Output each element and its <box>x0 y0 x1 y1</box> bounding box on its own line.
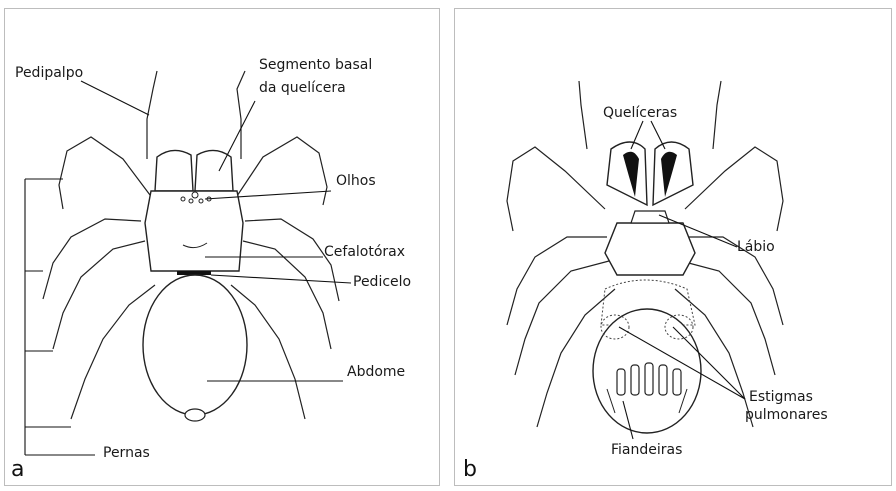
label-labio: Lábio <box>737 239 775 255</box>
label-cefalotorax: Cefalotórax <box>324 244 405 260</box>
legs-left <box>43 71 157 419</box>
panel-a-dorsal-view: Pedipalpo Segmento basal da quelícera Ol… <box>4 8 440 486</box>
label-olhos: Olhos <box>336 173 376 189</box>
chelicerae-fangs <box>607 142 693 205</box>
label-estigmas-line2: pulmonares <box>745 407 828 423</box>
panel-letter-a: a <box>11 457 24 482</box>
label-pedicelo: Pedicelo <box>353 274 411 290</box>
chelicerae-basal <box>155 150 233 191</box>
label-queliceras: Quelíceras <box>603 105 677 121</box>
sternum-shape <box>605 223 695 275</box>
panel-letter-b: b <box>463 457 477 482</box>
label-pedipalpo: Pedipalpo <box>15 65 83 81</box>
label-pernas: Pernas <box>103 445 150 461</box>
label-estigmas-line1: Estigmas <box>749 389 813 405</box>
abdomen-shape <box>143 275 247 415</box>
legs-right <box>231 71 339 419</box>
label-segmento-basal-line2: da quelícera <box>259 80 346 96</box>
label-abdome: Abdome <box>347 364 405 380</box>
label-segmento-basal-line1: Segmento basal <box>259 57 372 73</box>
panel-b-ventral-view: Quelíceras Lábio Estigmas pulmonares Fia… <box>454 8 892 486</box>
cephalothorax-shape <box>145 191 243 271</box>
label-fiandeiras: Fiandeiras <box>611 442 682 458</box>
